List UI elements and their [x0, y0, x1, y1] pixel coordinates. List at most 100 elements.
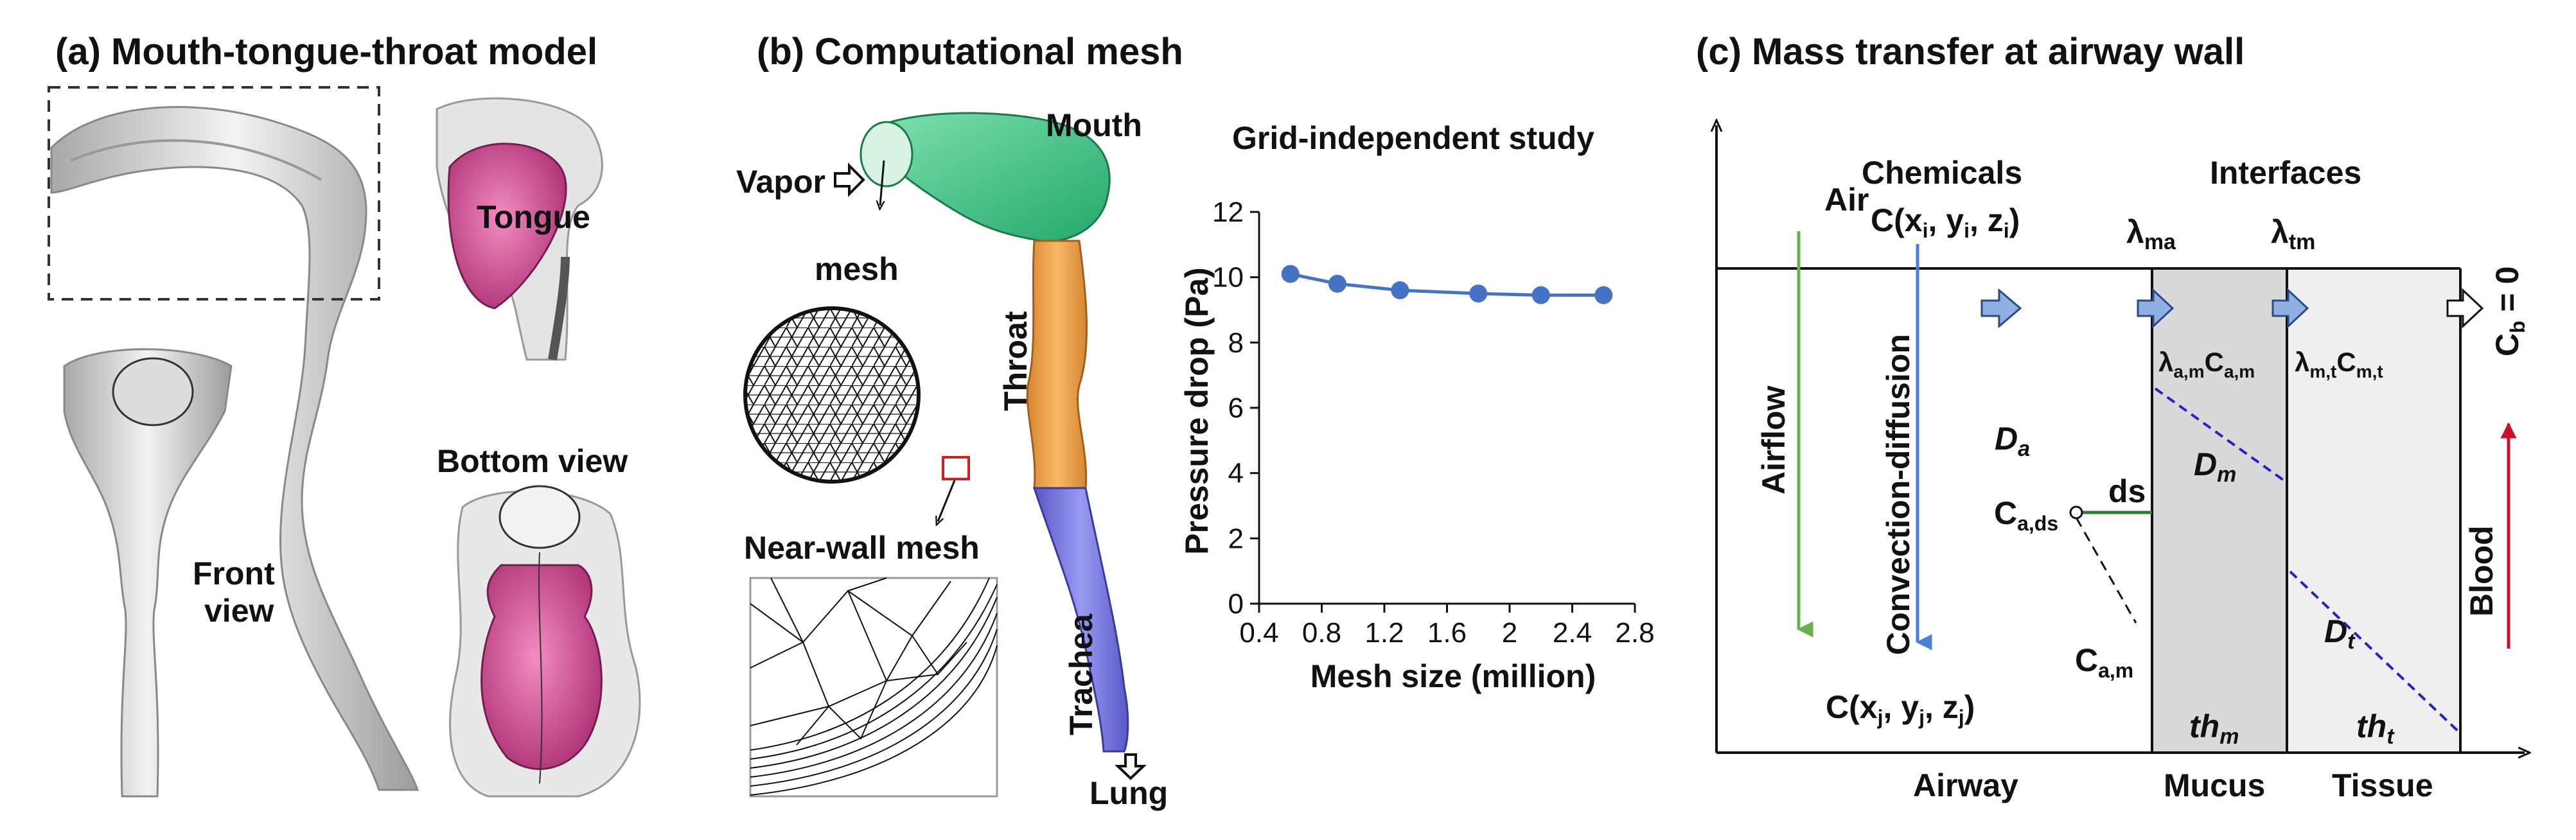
- y-tick-label: 2: [1228, 523, 1244, 554]
- cb-label: Cb = 0: [2489, 267, 2529, 356]
- y-tick-label: 6: [1228, 392, 1244, 424]
- x-tick-label: 2.8: [1615, 617, 1654, 649]
- x-ticks: 0.4 0.8 1.2 1.6 2 2.4 2.8: [1239, 604, 1655, 649]
- thm-label: thm: [2189, 708, 2239, 749]
- data-point: [1469, 284, 1488, 303]
- x-axis-label: Mesh size (million): [1310, 658, 1596, 694]
- lung-label: Lung: [1090, 775, 1168, 811]
- dt-label: Dt: [2324, 613, 2356, 654]
- chemicals-label: Chemicals: [1862, 155, 2022, 191]
- sample-point: [2069, 505, 2083, 520]
- throat-label: Throat: [998, 311, 1034, 411]
- right-arrow-icon: [2446, 288, 2484, 329]
- tongue-model: Tongue: [436, 97, 603, 361]
- cads-label: Ca,ds: [1994, 495, 2058, 535]
- c-in-label: C(xi, yi, zi): [1871, 202, 2020, 242]
- dm-label: Dm: [2194, 446, 2236, 487]
- bottom-view-label: Bottom view: [437, 443, 628, 479]
- flux-mt-label: λm,tCm,t: [2295, 347, 2383, 381]
- y-axis-label: Pressure drop (Pa): [1179, 267, 1215, 554]
- front-airway-shape: [63, 348, 233, 798]
- series-pressure-drop: [1281, 265, 1613, 304]
- ds-label: ds: [2108, 473, 2146, 509]
- x-tick-label: 0.4: [1239, 617, 1278, 649]
- data-point: [1531, 286, 1550, 304]
- c-out-label: C(xj, yj, zj): [1826, 689, 1975, 729]
- mesh-pointer: [880, 160, 884, 206]
- inlet-opening: [860, 121, 913, 188]
- front-label: Front: [193, 556, 275, 591]
- zoom-pointer: [938, 480, 956, 521]
- front-airway-opening: [112, 357, 194, 426]
- down-arrow-icon: [1114, 753, 1147, 780]
- air-label: Air: [1824, 182, 1869, 218]
- flux-am-label: λa,mCa,m: [2158, 347, 2255, 381]
- trachea-region: [1032, 487, 1129, 753]
- ds-dashed-link: [2075, 517, 2137, 624]
- y-tick-label: 12: [1212, 197, 1244, 228]
- data-point: [1594, 286, 1613, 304]
- da-label: Da: [1995, 421, 2030, 461]
- tongue-shape: [447, 143, 567, 310]
- airway-label: Airway: [1913, 767, 2018, 803]
- mouth-label: Mouth: [1046, 107, 1142, 143]
- y-ticks: 0 2 4 6 8 10 12: [1212, 197, 1259, 620]
- right-arrow-icon: [834, 162, 865, 197]
- panel-c-title: (c) Mass transfer at airway wall: [1696, 31, 2245, 73]
- panel-a-title: (a) Mouth-tongue-throat model: [55, 31, 597, 73]
- x-tick-label: 2.4: [1553, 617, 1592, 649]
- inlet-annotation: Vapor mesh: [736, 160, 899, 287]
- lambda-tm-label: λtm: [2271, 214, 2315, 254]
- view-label: view: [204, 593, 274, 629]
- bottom-airway-opening: [498, 485, 581, 549]
- x-tick-label: 2: [1502, 617, 1517, 649]
- tht-label: tht: [2356, 708, 2395, 749]
- panel-c: (c) Mass transfer at airway wall Air Air…: [1696, 31, 2529, 803]
- mouth-region-dashed-box: [48, 86, 380, 301]
- right-arrow-icon: [1981, 288, 2022, 329]
- near-wall-mesh-inset: [749, 577, 998, 798]
- bottom-midline: [538, 552, 543, 784]
- mesh-triangles: [746, 310, 917, 480]
- airway-side-model: [48, 86, 419, 791]
- trachea-label: Trachea: [1063, 613, 1099, 735]
- panel-b: (b) Computational mesh Mouth Throat Trac…: [736, 31, 1655, 811]
- mesh-label: mesh: [815, 251, 899, 287]
- x-tick-label: 0.8: [1302, 617, 1341, 649]
- y-tick-label: 0: [1228, 588, 1244, 620]
- throat-region: [1026, 240, 1088, 489]
- right-arrow-icon: [2272, 288, 2309, 329]
- y-tick-label: 4: [1228, 458, 1244, 489]
- mucus-layer: [2152, 268, 2287, 753]
- x-tick-label: 1.2: [1364, 617, 1404, 649]
- y-tick-label: 8: [1228, 327, 1244, 358]
- cam-label: Ca,m: [2075, 642, 2133, 682]
- inset-frame: [749, 577, 998, 798]
- y-tick-label: 10: [1212, 262, 1244, 293]
- mesh-cross-section: Near-wall mesh: [743, 306, 980, 566]
- convection-label: Convection-diffusion: [1880, 334, 1916, 655]
- chart-title: Grid-independent study: [1232, 120, 1594, 156]
- data-point: [1391, 281, 1409, 299]
- lambda-ma-label: λma: [2126, 214, 2176, 254]
- side-airway-shape: [50, 106, 419, 791]
- mucus-concentration-profile: [2154, 387, 2287, 483]
- vapor-label: Vapor: [736, 164, 825, 200]
- airflow-label: Airflow: [1756, 385, 1792, 494]
- tongue-label: Tongue: [477, 199, 590, 235]
- near-wall-mesh-label: Near-wall mesh: [744, 530, 980, 566]
- panel-b-title: (b) Computational mesh: [757, 31, 1183, 73]
- side-airway-contour: [70, 139, 322, 181]
- front-view-model: Front view: [63, 348, 275, 798]
- tissue-label: Tissue: [2332, 767, 2433, 803]
- bottom-view-model: Bottom view: [437, 443, 641, 798]
- layer-borders: [1716, 267, 2462, 753]
- data-point: [1328, 274, 1346, 293]
- x-tick-label: 1.6: [1427, 617, 1467, 649]
- zoom-box: [942, 456, 970, 480]
- tongue-throat-shadow: [548, 256, 570, 361]
- mouth-region: [872, 112, 1111, 243]
- blood-label: Blood: [2464, 525, 2500, 617]
- grid-study-chart: Grid-independent study 0 2 4 6 8 10 12 0.4 0.8 1…: [1179, 120, 1655, 694]
